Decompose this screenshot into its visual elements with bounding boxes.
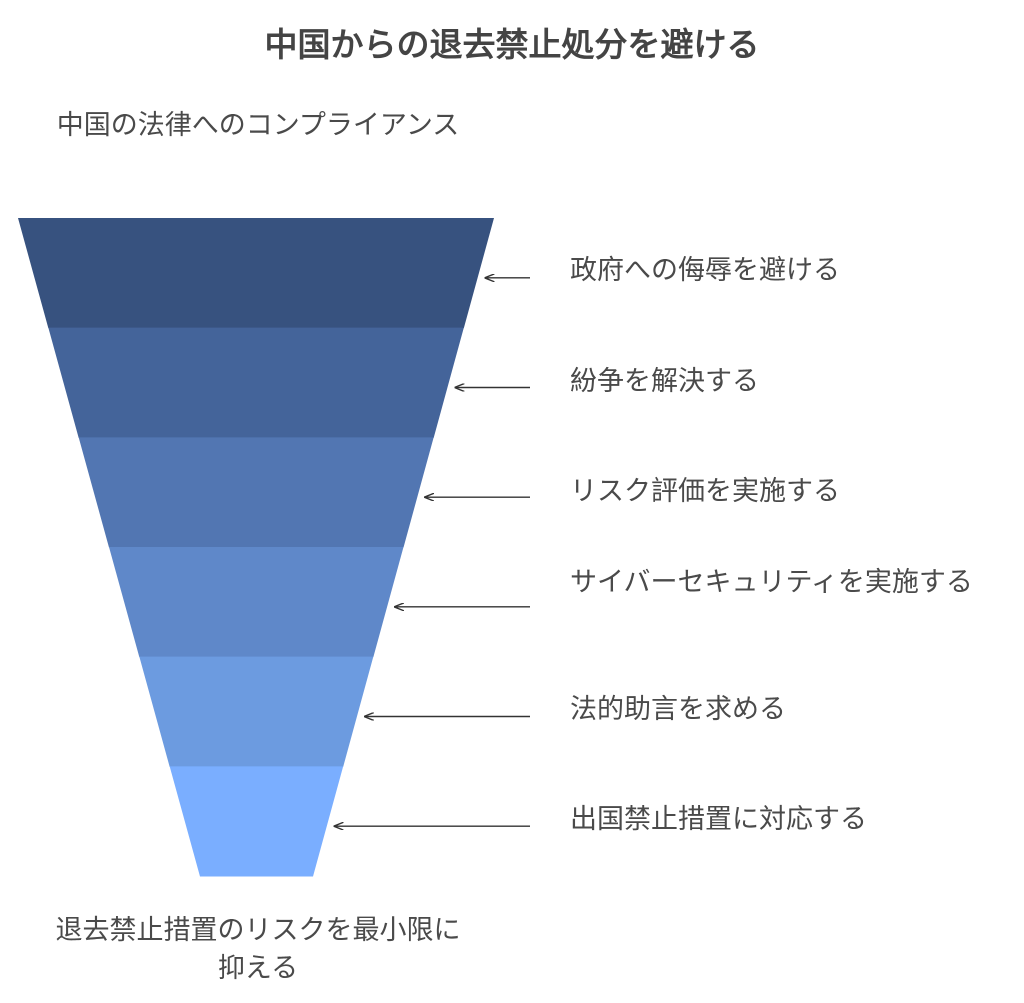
funnel-band-5 [139, 656, 374, 767]
funnel-step-label-4: サイバーセキュリティを実施する [570, 567, 973, 598]
funnel-step-label-1: 政府への侮辱を避ける [570, 255, 840, 286]
funnel-step-label-5: 法的助言を求める [570, 694, 786, 725]
funnel-band-2 [48, 327, 464, 438]
funnel-band-3 [78, 437, 434, 548]
funnel-bottom-caption: 退去禁止措置のリスクを最小限に抑える [55, 915, 461, 984]
funnel-step-label-2: 紛争を解決する [570, 366, 759, 397]
funnel-band-1 [18, 218, 494, 329]
diagram-title: 中国からの退去禁止処分を避ける [264, 25, 760, 64]
funnel-band-4 [109, 547, 404, 658]
funnel-step-label-6: 出国禁止措置に対応する [570, 804, 867, 835]
funnel-step-label-3: リスク評価を実施する [570, 476, 840, 507]
funnel-top-caption: 中国の法律へのコンプライアンス [56, 110, 460, 141]
funnel-band-6 [169, 766, 344, 877]
